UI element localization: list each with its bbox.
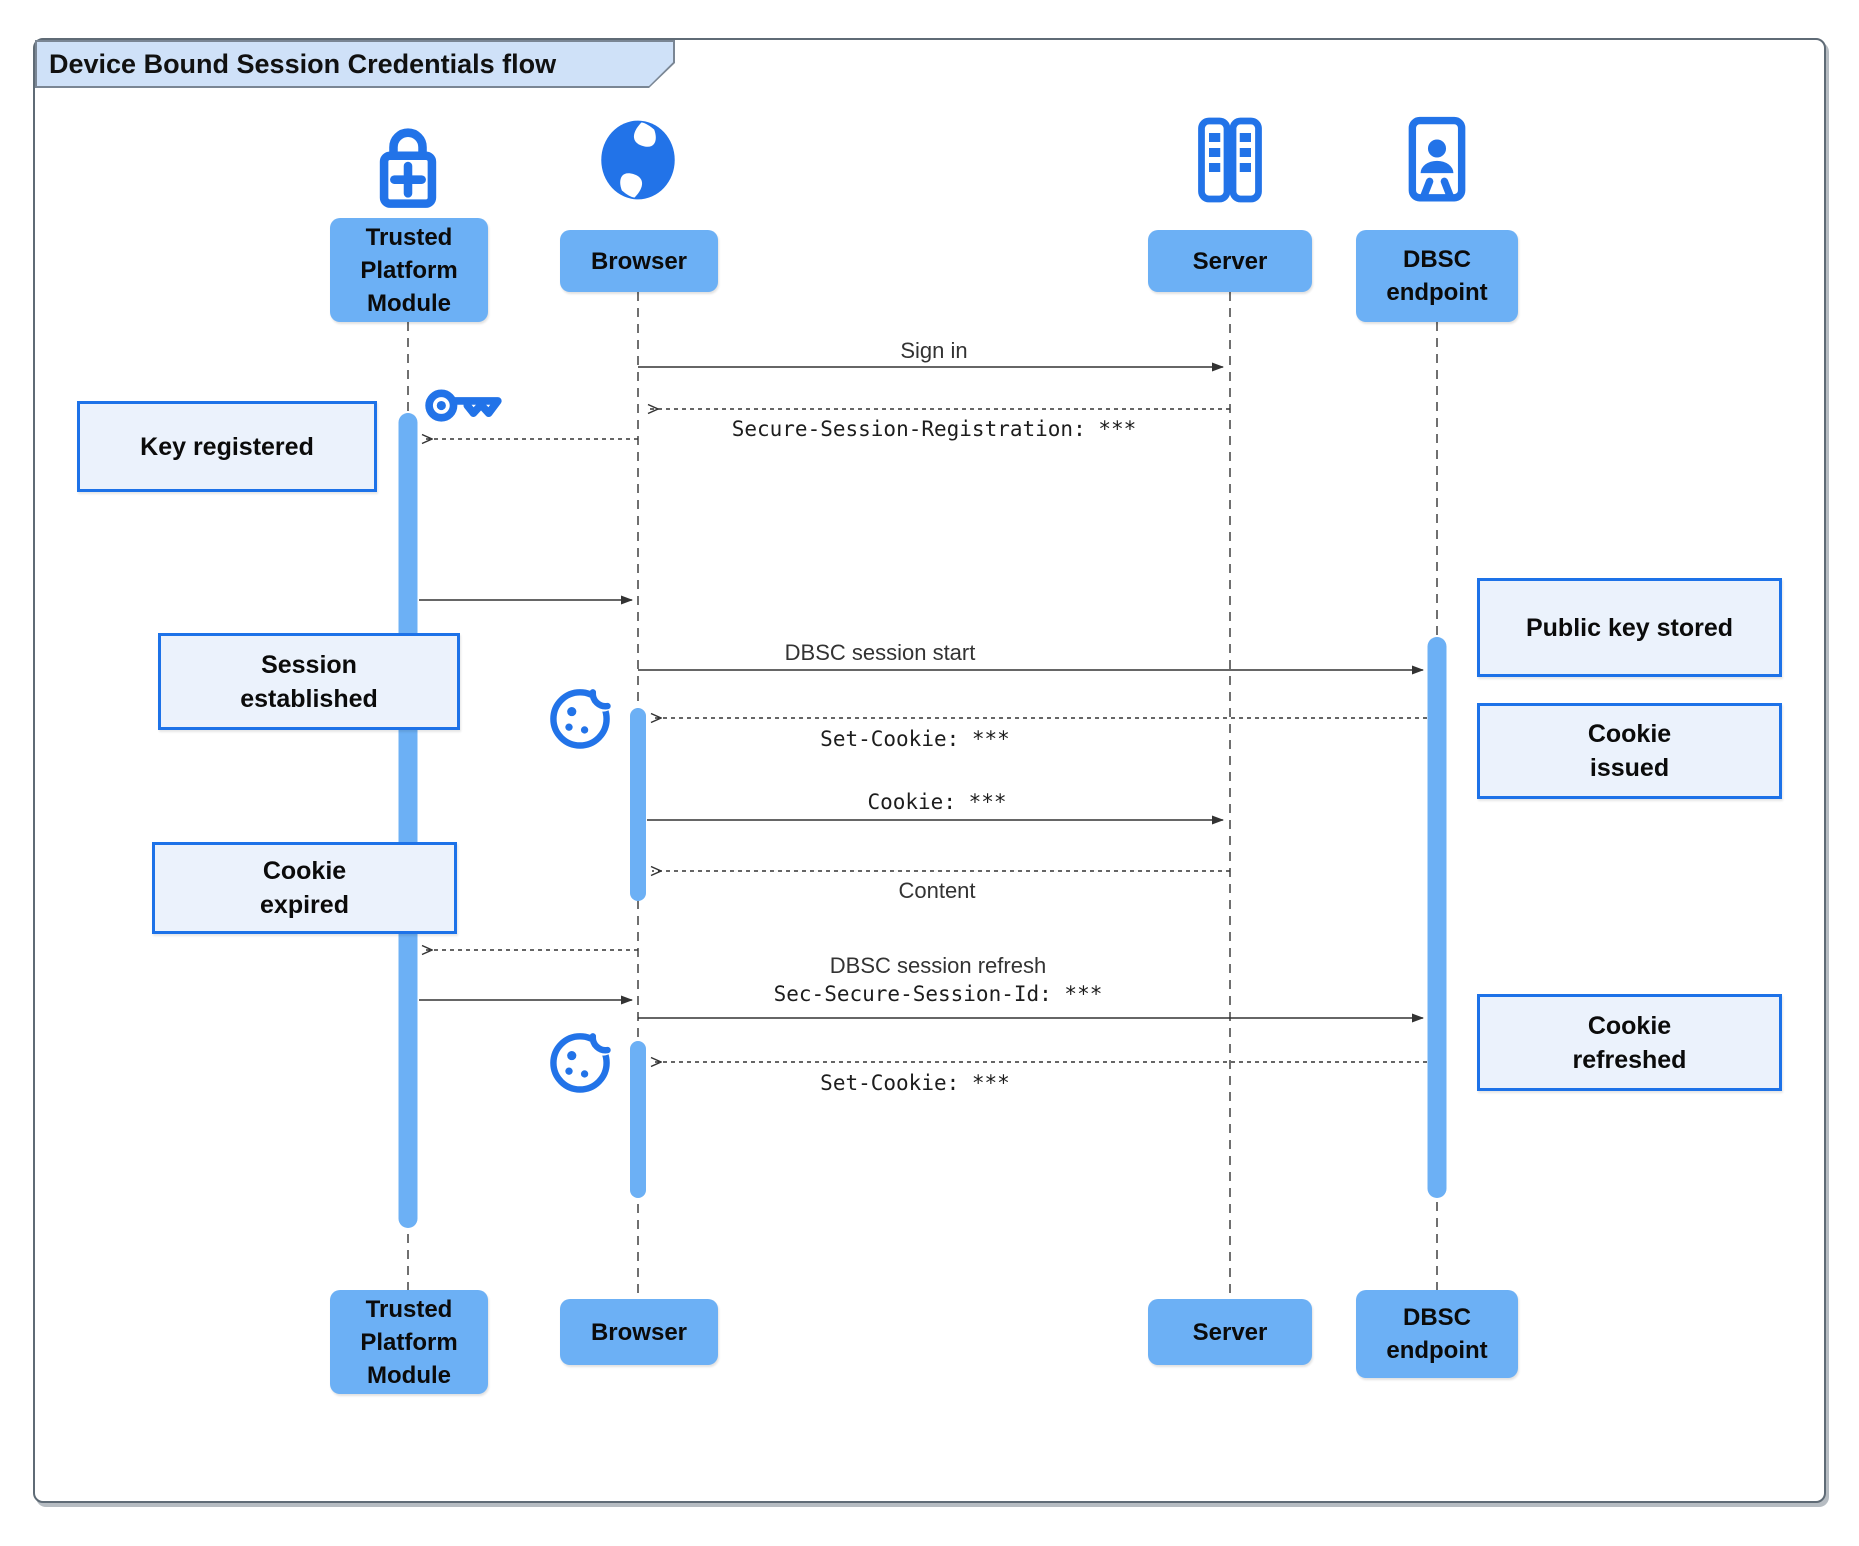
cookie-icon: [547, 1028, 616, 1101]
activation-browser-2: [630, 1041, 646, 1198]
actor-server-top: Server: [1148, 230, 1312, 292]
actor-server-bottom: Server: [1148, 1299, 1312, 1365]
server-rack-icon: [1194, 115, 1266, 210]
diagram-title-banner: Device Bound Session Credentials flow: [35, 40, 675, 88]
activation-browser-1: [630, 708, 646, 901]
actor-browser-bottom: Browser: [560, 1299, 718, 1365]
actor-tpm-top: Trusted Platform Module: [330, 218, 488, 322]
actor-dbsc-bottom: DBSC endpoint: [1356, 1290, 1518, 1378]
message-set-cookie-1: Set-Cookie: ***: [820, 727, 1010, 751]
activation-dbsc: [1427, 637, 1447, 1198]
message-content: Content: [898, 878, 976, 903]
note-cookie-refreshed: Cookie refreshed: [1477, 994, 1782, 1091]
note-cookie-issued: Cookie issued: [1477, 703, 1782, 799]
message-dbsc-session-refresh-line2: Sec-Secure-Session-Id: ***: [773, 982, 1103, 1006]
note-session-established: Session established: [158, 633, 460, 730]
message-dbsc-session-refresh-line1: DBSC session refresh: [829, 953, 1047, 978]
globe-icon: [595, 116, 681, 209]
message-set-cookie-2: Set-Cookie: ***: [820, 1071, 1010, 1095]
page-title: Device Bound Session Credentials flow: [49, 48, 557, 79]
key-icon: [423, 376, 507, 437]
note-cookie-expired: Cookie expired: [152, 842, 457, 934]
activation-tpm: [398, 413, 418, 1228]
message-cookie: Cookie: ***: [867, 790, 1007, 814]
actor-tpm-bottom: Trusted Platform Module: [330, 1290, 488, 1394]
actor-browser-top: Browser: [560, 230, 718, 292]
message-secure-session-registration: Secure-Session-Registration: ***: [731, 417, 1137, 441]
note-key-registered: Key registered: [77, 401, 377, 492]
id-badge-icon: [1397, 114, 1477, 211]
note-public-key-stored: Public key stored: [1477, 578, 1782, 677]
message-sign-in: Sign in: [900, 338, 968, 363]
message-dbsc-session-start: DBSC session start: [784, 640, 976, 665]
actor-dbsc-top: DBSC endpoint: [1356, 230, 1518, 322]
cookie-icon: [547, 684, 616, 757]
lock-plus-icon: [367, 116, 449, 221]
